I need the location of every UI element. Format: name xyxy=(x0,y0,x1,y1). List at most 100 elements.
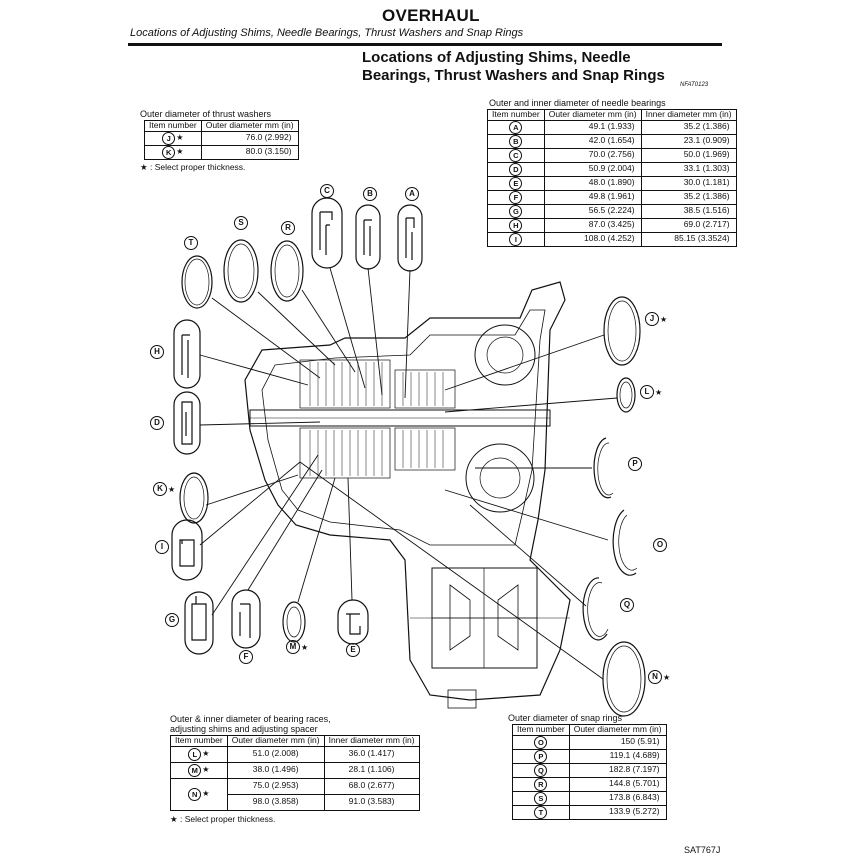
item-marker: R xyxy=(534,777,548,791)
outer-cell: 80.0 (3.150) xyxy=(200,144,299,160)
thrust-washer-table: Item number Outer diameter mm (in) J★ 76… xyxy=(144,120,299,160)
item-cell: K★ xyxy=(144,144,202,160)
bearing-race-l-icon xyxy=(616,377,636,413)
star-icon: ★ xyxy=(301,642,309,652)
item-marker: P xyxy=(534,749,548,763)
needle-bearing-b-icon xyxy=(355,204,381,270)
needle-bearing-h-icon xyxy=(173,319,201,389)
item-marker: I xyxy=(509,232,523,246)
bearing-race-n-icon xyxy=(602,641,646,717)
snap-ring-s-icon xyxy=(223,239,259,303)
inner-cell: 85.15 (3.3524) xyxy=(640,231,737,247)
needle-bearing-caption: Outer and inner diameter of needle beari… xyxy=(489,98,666,108)
label-j: J★ xyxy=(645,312,667,326)
item-cell: L★ xyxy=(170,745,228,763)
item-marker: Q xyxy=(534,763,548,777)
label-n: N★ xyxy=(648,670,670,684)
label-q: Q xyxy=(620,598,634,612)
item-marker: B xyxy=(509,134,523,148)
figure-id: SAT767J xyxy=(684,845,721,855)
item-marker: G xyxy=(509,204,523,218)
upper-gear xyxy=(474,324,536,386)
item-cell: P xyxy=(512,748,570,764)
item-marker: C xyxy=(509,148,523,162)
snap-ring-r-icon xyxy=(270,240,304,302)
item-marker: L xyxy=(188,747,202,761)
label-f: F xyxy=(239,650,253,664)
inner-cell: 91.0 (3.583) xyxy=(323,793,420,811)
item-marker: K xyxy=(162,145,176,159)
item-marker: H xyxy=(509,218,523,232)
star-icon: ★ xyxy=(176,147,184,157)
star-icon: ★ xyxy=(168,484,176,494)
item-marker: O xyxy=(534,735,548,749)
lower-gear xyxy=(465,443,535,513)
needle-bearing-e-icon xyxy=(337,599,369,645)
page-title-line-2: Bearings, Thrust Washers and Snap Rings xyxy=(362,67,665,84)
snap-ring-block: Outer diameter of snap rings Item number… xyxy=(508,713,667,820)
label-s: S xyxy=(234,216,248,230)
thrust-washer-block: Outer diameter of thrust washers Item nu… xyxy=(140,109,299,173)
star-icon: ★ xyxy=(202,789,210,799)
snap-ring-q-icon xyxy=(582,577,608,641)
needle-bearing-i-icon xyxy=(171,519,203,581)
bearing-race-block: Outer & inner diameter of bearing races,… xyxy=(170,714,420,825)
outer-cell: 133.9 (5.272) xyxy=(568,804,667,820)
needle-bearing-a-icon xyxy=(397,204,423,272)
label-l: L★ xyxy=(640,385,662,399)
table-row: 98.0 (3.858) 91.0 (3.583) xyxy=(171,793,420,811)
needle-bearing-g-icon xyxy=(184,591,214,655)
item-marker: N xyxy=(188,787,202,801)
adjusting-shim-m-icon xyxy=(282,601,306,643)
table-row: L★ 51.0 (2.008) 36.0 (1.417) xyxy=(170,745,420,763)
snap-ring-o-icon xyxy=(612,509,637,576)
item-marker: S xyxy=(534,791,548,805)
item-cell: N★ xyxy=(170,777,228,811)
table-row: K★ 80.0 (3.150) xyxy=(144,144,299,160)
label-i: I xyxy=(155,540,169,554)
label-m: M★ xyxy=(286,640,308,654)
item-cell: S xyxy=(512,790,570,806)
section-subtitle: Locations of Adjusting Shims, Needle Bea… xyxy=(130,27,524,39)
label-b: B xyxy=(363,187,377,201)
label-r: R xyxy=(281,221,295,235)
thrust-washer-note: ★ : Select proper thickness. xyxy=(140,161,246,172)
housing-outline xyxy=(244,281,571,701)
label-c: C xyxy=(320,184,334,198)
needle-bearing-d-icon xyxy=(173,391,201,455)
item-marker: M xyxy=(188,763,202,777)
snap-ring-t-icon xyxy=(181,255,213,309)
star-icon: ★ xyxy=(202,765,210,775)
label-h: H xyxy=(150,345,164,359)
document-code: NFAT0123 xyxy=(680,82,709,88)
item-marker: E xyxy=(509,176,523,190)
needle-bearing-table: Item number Outer diameter mm (in) Inner… xyxy=(487,109,737,247)
needle-bearing-c-icon xyxy=(311,197,343,269)
label-p: P xyxy=(628,457,642,471)
bearing-race-note: ★ : Select proper thickness. xyxy=(170,813,276,824)
star-icon: ★ xyxy=(176,133,184,143)
label-d: D xyxy=(150,416,164,430)
thrust-washer-caption: Outer diameter of thrust washers xyxy=(140,109,272,119)
item-cell: F xyxy=(487,189,545,205)
page-title: Locations of Adjusting Shims, Needle Bea… xyxy=(362,49,665,85)
thrust-washer-k-icon xyxy=(179,472,209,524)
housing-inner xyxy=(261,309,546,546)
star-icon: ★ xyxy=(660,314,668,324)
item-cell: T xyxy=(512,804,570,820)
item-marker: J xyxy=(162,131,176,145)
snap-ring-caption: Outer diameter of snap rings xyxy=(508,713,623,723)
item-marker: D xyxy=(509,162,523,176)
bearing-race-table: Item number Outer diameter mm (in) Inner… xyxy=(170,735,420,811)
snap-ring-p-icon xyxy=(593,437,612,499)
